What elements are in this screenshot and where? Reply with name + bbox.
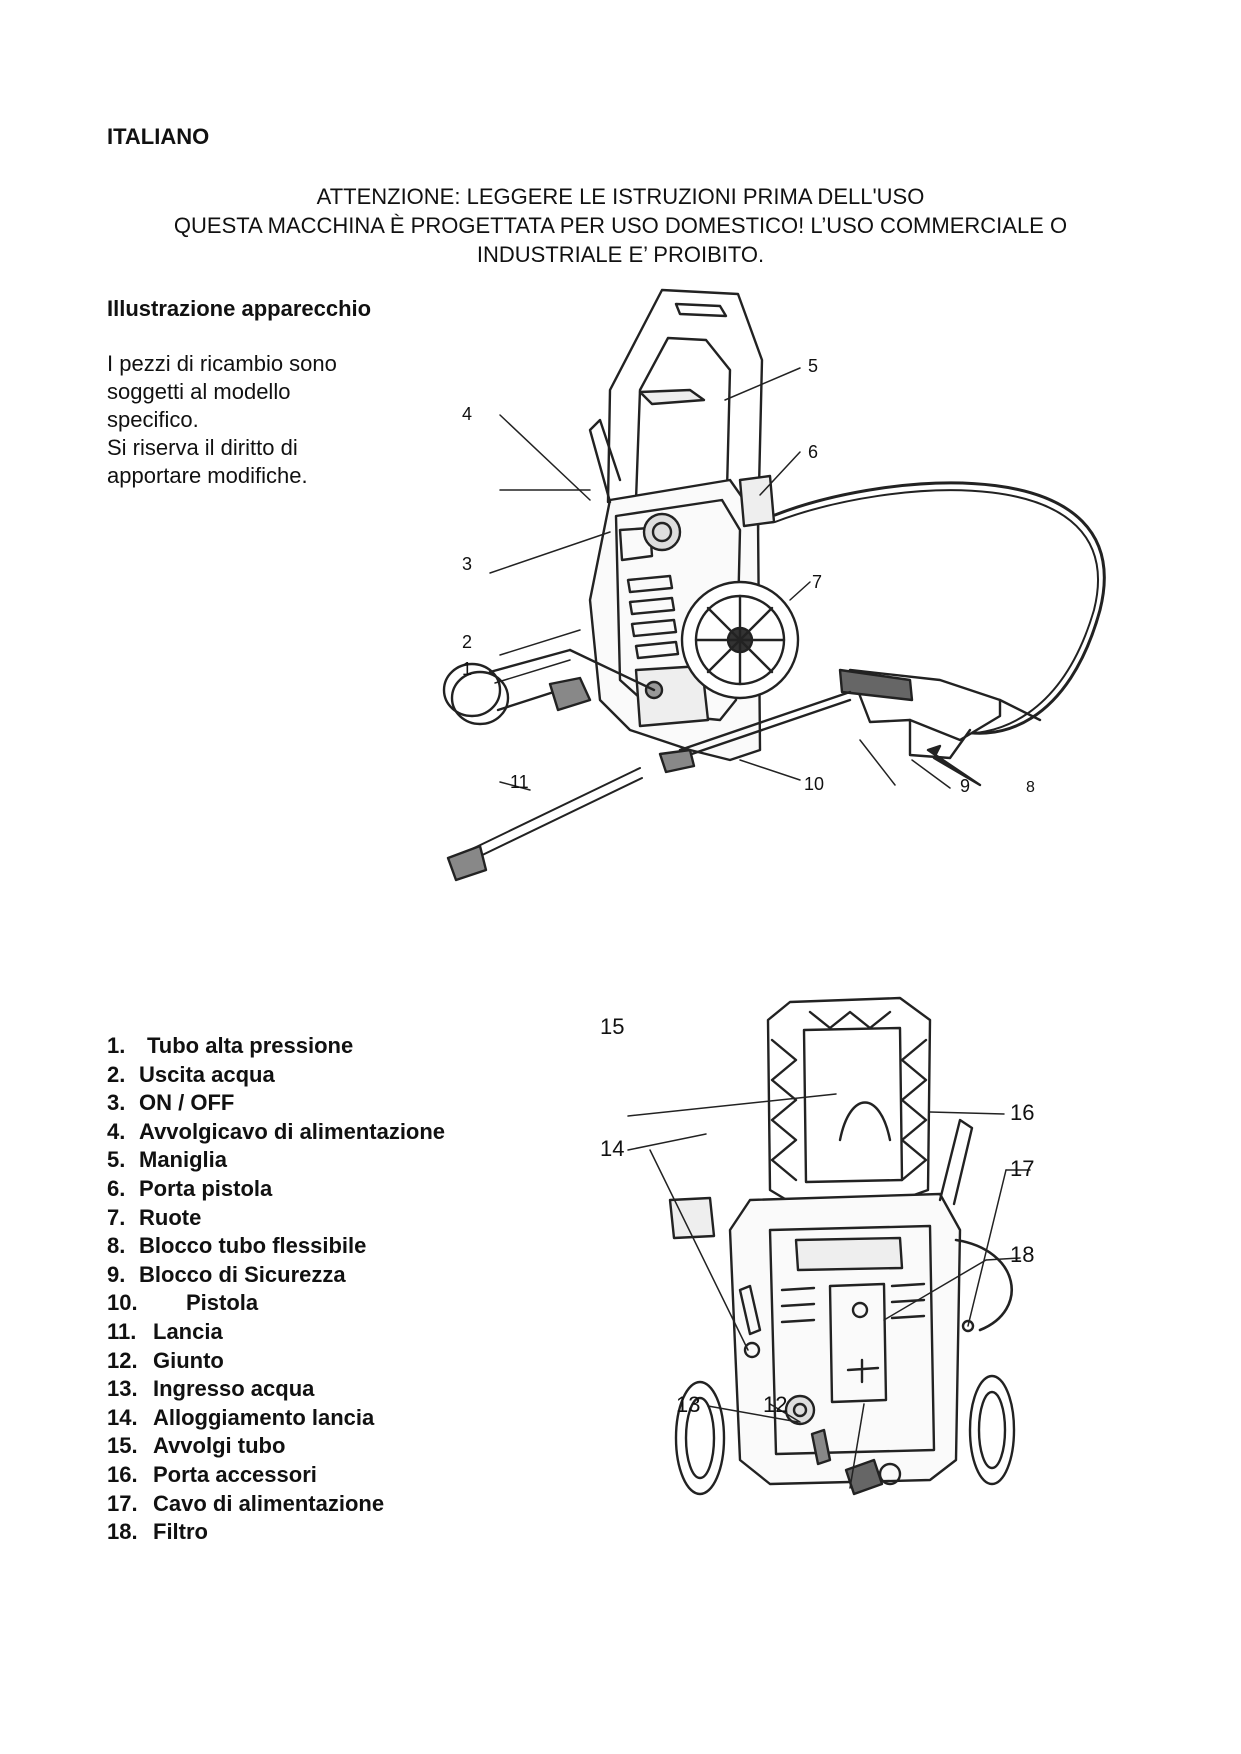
list-item: 7. Ruote: [107, 1204, 445, 1233]
pressure-washer-front-illustration: 1 2 3 4 5 6 7 8 9 10 11: [440, 280, 1200, 960]
callout-10: 10: [804, 774, 824, 794]
item-label: Pistola: [186, 1290, 259, 1316]
item-label: Porta pistola: [139, 1175, 273, 1201]
item-number: 1.: [107, 1033, 126, 1058]
item-label: Uscita acqua: [139, 1061, 275, 1087]
description-line: soggetti al modello: [107, 379, 291, 404]
warning-notice: ATTENZIONE: LEGGERE LE ISTRUZIONI PRIMA …: [100, 182, 1141, 269]
description-line: apportare modifiche.: [107, 463, 308, 488]
description-line: specifico.: [107, 407, 199, 432]
item-label: Maniglia: [139, 1147, 228, 1173]
parts-list: 1. Tubo alta pressione 2. Uscita acqua 3. O…: [107, 1032, 445, 1547]
description-line: Si riserva il diritto di: [107, 435, 298, 460]
item-number: 16.: [107, 1461, 138, 1487]
callout-1: 1: [462, 659, 472, 679]
list-item: 11. Lancia: [107, 1318, 445, 1347]
item-label: Avvolgicavo di alimentazione: [139, 1118, 446, 1144]
item-number: 5.: [107, 1147, 126, 1173]
item-label: Tubo alta pressione: [147, 1033, 354, 1058]
list-item: 3. ON / OFF: [107, 1089, 445, 1118]
item-label: Blocco di Sicurezza: [139, 1261, 346, 1287]
warning-line: ATTENZIONE: LEGGERE LE ISTRUZIONI PRIMA …: [316, 184, 925, 209]
list-item: 10. Pistola: [107, 1289, 445, 1318]
warning-line: QUESTA MACCHINA È PROGETTATA PER USO DOM…: [173, 213, 1068, 238]
pressure-washer-rear-illustration: 12 13 14 15 16 17 18: [600, 990, 1080, 1590]
description-line: I pezzi di ricambio sono: [107, 351, 337, 376]
item-number: 14.: [107, 1404, 138, 1430]
item-number: 3.: [107, 1090, 126, 1116]
item-label: Lancia: [153, 1318, 223, 1344]
callout-11: 11: [510, 772, 529, 792]
item-number: 13.: [107, 1376, 138, 1402]
callout-7: 7: [812, 572, 822, 592]
callout-15: 15: [600, 1014, 624, 1039]
item-label: Porta accessori: [153, 1461, 317, 1487]
callout-5: 5: [808, 356, 818, 376]
list-item: 18. Filtro: [107, 1518, 445, 1547]
warning-line: INDUSTRIALE E’ PROIBITO.: [476, 242, 765, 267]
item-number: 17.: [107, 1490, 138, 1516]
item-number: 7.: [107, 1204, 126, 1230]
item-label: Cavo di alimentazione: [153, 1490, 385, 1516]
illustration-heading: Illustrazione apparecchio: [107, 296, 372, 321]
item-number: 15.: [107, 1433, 138, 1459]
item-number: 4.: [107, 1118, 126, 1144]
list-item: 15. Avvolgi tubo: [107, 1432, 445, 1461]
item-label: Ruote: [139, 1204, 202, 1230]
item-label: Ingresso acqua: [153, 1376, 315, 1402]
item-label: Avvolgi tubo: [153, 1433, 286, 1459]
callout-17: 17: [1010, 1156, 1034, 1181]
item-label: Giunto: [153, 1347, 224, 1373]
item-number: 8.: [107, 1233, 126, 1259]
item-number: 9.: [107, 1261, 126, 1287]
callout-18: 18: [1010, 1242, 1034, 1267]
callout-13: 13: [676, 1392, 700, 1417]
callout-2: 2: [462, 632, 472, 652]
list-item: 16. Porta accessori: [107, 1461, 445, 1490]
callout-4: 4: [462, 404, 472, 424]
item-number: 12.: [107, 1347, 138, 1373]
list-item: 2. Uscita acqua: [107, 1061, 445, 1090]
callout-6: 6: [808, 442, 818, 462]
list-item: 4. Avvolgicavo di alimentazione: [107, 1118, 445, 1147]
list-item: 12. Giunto: [107, 1347, 445, 1376]
list-item: 8. Blocco tubo flessibile: [107, 1232, 445, 1261]
list-item: 13. Ingresso acqua: [107, 1375, 445, 1404]
list-item: 17. Cavo di alimentazione: [107, 1490, 445, 1519]
callout-3: 3: [462, 554, 472, 574]
item-number: 10.: [107, 1290, 138, 1316]
item-number: 2.: [107, 1061, 126, 1087]
item-label: Filtro: [153, 1519, 208, 1545]
list-item: 5. Maniglia: [107, 1146, 445, 1175]
item-label: Alloggiamento lancia: [153, 1404, 375, 1430]
callout-16: 16: [1010, 1100, 1034, 1125]
callout-12: 12: [763, 1392, 787, 1417]
item-label: Blocco tubo flessibile: [139, 1233, 367, 1259]
item-number: 11.: [107, 1318, 137, 1344]
item-label: ON / OFF: [139, 1090, 235, 1116]
list-item: 6. Porta pistola: [107, 1175, 445, 1204]
item-number: 6.: [107, 1175, 126, 1201]
callout-8: 8: [1026, 779, 1035, 796]
section-language-heading: ITALIANO: [107, 124, 210, 149]
item-number: 18.: [107, 1519, 138, 1545]
list-item: 14. Alloggiamento lancia: [107, 1404, 445, 1433]
callout-9: 9: [960, 776, 970, 796]
illustration-description: I pezzi di ricambio sono soggetti al mod…: [107, 350, 437, 490]
list-item: 9. Blocco di Sicurezza: [107, 1261, 445, 1290]
list-item: 1. Tubo alta pressione: [107, 1032, 445, 1061]
callout-14: 14: [600, 1136, 624, 1161]
